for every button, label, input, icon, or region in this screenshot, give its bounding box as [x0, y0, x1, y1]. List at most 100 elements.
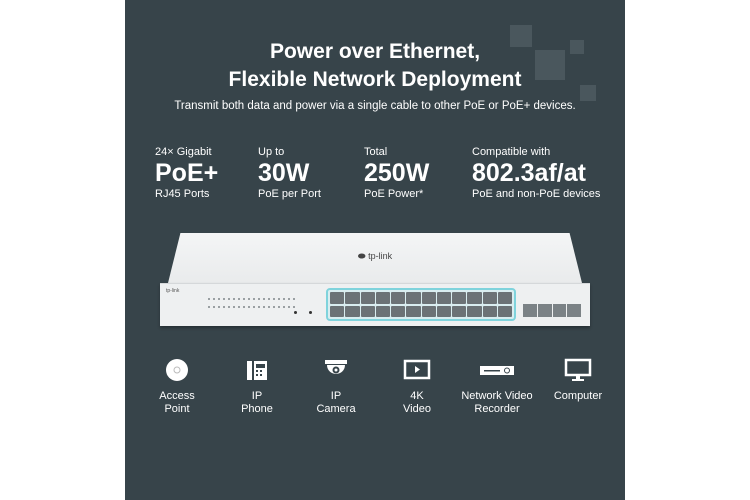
stat-caption: PoE Power* — [364, 188, 424, 200]
ip-phone-icon — [247, 361, 267, 380]
stat-caption: PoE per Port — [258, 188, 321, 200]
brand-logo: ⬬ tp-link — [357, 251, 393, 261]
rj45-port — [497, 305, 512, 317]
port-led — [263, 306, 265, 308]
switch-front: tp-link — [160, 283, 590, 326]
port-led — [228, 306, 230, 308]
sfp-port — [523, 304, 537, 317]
port-led — [273, 306, 275, 308]
stat-label: Compatible with — [472, 146, 551, 158]
ip-camera-icon — [325, 360, 347, 374]
port-led — [208, 306, 210, 308]
stat-value: PoE+ — [155, 159, 219, 187]
switch-top: ⬬ tp-link — [168, 233, 582, 283]
device-label: IP — [330, 390, 342, 402]
stat-label: 24× Gigabit — [155, 146, 212, 158]
port-led — [268, 306, 270, 308]
sfp-port — [552, 304, 567, 317]
rj45-port — [452, 305, 467, 317]
device-access-point: Access Point — [137, 358, 217, 416]
port-led — [293, 306, 295, 308]
port-led — [233, 306, 235, 308]
port-led — [248, 298, 250, 300]
title-line-1: Power over Ethernet, — [269, 40, 481, 63]
rj45-port — [482, 305, 497, 317]
device-ip-phone: IP Phone — [217, 358, 297, 416]
port-led — [263, 298, 265, 300]
port-led — [208, 298, 210, 300]
decorative-square — [510, 25, 532, 47]
port-led — [288, 306, 290, 308]
rj45-port — [391, 305, 406, 317]
port-led — [218, 298, 220, 300]
port-led — [278, 298, 280, 300]
decorative-square — [535, 50, 565, 80]
port-led — [243, 306, 245, 308]
access-point-icon — [166, 359, 188, 381]
rj45-port — [467, 305, 482, 317]
rj45-port — [421, 292, 436, 304]
stat-label: Total — [364, 146, 388, 158]
title-line-2: Flexible Network Deployment — [228, 68, 522, 91]
port-led — [268, 298, 270, 300]
device-label: IP — [251, 390, 263, 402]
rj45-port — [360, 305, 375, 317]
device-ip-camera: IP Camera — [296, 358, 376, 416]
rj45-port — [345, 292, 360, 304]
reset-button — [294, 311, 297, 314]
device-label: Video — [403, 403, 431, 415]
rj45-port — [467, 292, 482, 304]
rj45-port — [330, 292, 345, 304]
sfp-port — [537, 304, 552, 317]
mode-button — [309, 311, 312, 314]
stat-label: Up to — [258, 146, 285, 158]
device-label: 4K — [410, 390, 424, 402]
rj45-port — [421, 305, 436, 317]
port-led — [258, 306, 260, 308]
port-led — [233, 298, 235, 300]
rj45-port — [436, 292, 451, 304]
port-led — [213, 306, 215, 308]
stat-total-power: Total 250W PoE Power* — [364, 146, 429, 200]
device-label: Access — [159, 390, 195, 402]
device-label: Network Video — [461, 390, 533, 402]
port-led — [258, 298, 260, 300]
rj45-port — [375, 305, 390, 317]
rj45-port — [345, 305, 360, 317]
stat-value: 802.3af/at — [472, 159, 586, 187]
stat-compat: Compatible with 802.3af/at PoE and non-P… — [472, 146, 600, 200]
port-led — [223, 298, 225, 300]
port-led — [218, 306, 220, 308]
port-led — [288, 298, 290, 300]
subtitle: Transmit both data and power via a singl… — [174, 100, 576, 112]
port-led — [228, 298, 230, 300]
stat-per-port: Up to 30W PoE per Port — [258, 146, 321, 200]
stat-caption: PoE and non-PoE devices — [472, 188, 601, 200]
device-label: Camera — [316, 403, 356, 415]
network-switch-image: ⬬ tp-link tp-link — [160, 233, 590, 326]
device-label: Point — [164, 403, 190, 415]
rj45-port — [482, 292, 497, 304]
rj45-port — [406, 305, 421, 317]
rj45-port — [375, 292, 390, 304]
decorative-square — [580, 85, 596, 101]
port-led — [238, 298, 240, 300]
device-nvr: Network Video Recorder — [457, 358, 537, 416]
rj45-port — [330, 305, 345, 317]
device-label: Phone — [241, 403, 273, 415]
poe-infographic: Power over Ethernet, Flexible Network De… — [125, 0, 625, 500]
rj45-port — [452, 292, 467, 304]
port-led — [253, 298, 255, 300]
port-led — [283, 298, 285, 300]
port-led — [223, 306, 225, 308]
port-led — [243, 298, 245, 300]
device-label: Computer — [553, 390, 603, 402]
sfp-ports — [523, 304, 581, 317]
decorative-square — [570, 40, 584, 54]
port-led — [283, 306, 285, 308]
port-led — [278, 306, 280, 308]
device-4k-video: 4K Video — [377, 358, 457, 416]
port-led — [238, 306, 240, 308]
computer-icon — [564, 358, 592, 381]
sfp-port — [567, 304, 581, 317]
